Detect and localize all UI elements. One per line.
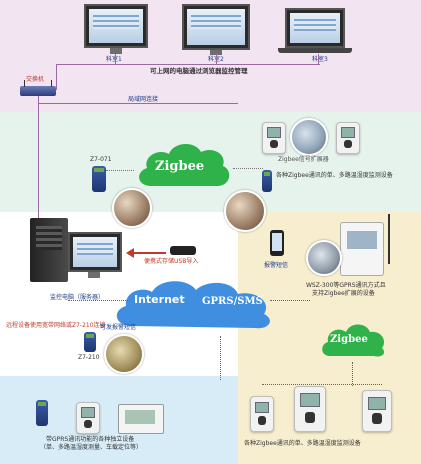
bottom-left-caption-line1: 带GPRS通讯功能的各种独立设备 — [46, 436, 135, 443]
right-zigbee-cloud: Zigbee — [318, 318, 388, 362]
remote-photo — [104, 334, 144, 374]
link-gprs-bottom — [220, 336, 221, 380]
zigbee-sensor-1 — [262, 122, 286, 154]
modem-z7071 — [92, 166, 106, 192]
wsz-caption-line2: 支持Zigbee扩展的设备 — [312, 290, 375, 297]
switch-device — [20, 86, 56, 96]
sms-label: 可发报警短信 — [100, 324, 137, 331]
modem-z7071-id: Z7-071 — [90, 156, 112, 163]
pc1-monitor — [84, 4, 148, 48]
pc3-drop — [318, 54, 319, 64]
internet-cloud: Internet GPRS/SMS — [110, 274, 280, 336]
right-bottom-caption: 各种Zigbee通讯的单、多路温湿度监测设备 — [244, 440, 361, 447]
extender-caption: Zigbee信号扩展器 — [278, 156, 329, 163]
switch-to-bus — [56, 64, 60, 90]
extender-photo — [290, 118, 328, 156]
zigbee-cloud: Zigbee — [133, 138, 233, 196]
sensor-photo-center — [224, 190, 266, 232]
zigbee-cloud-label: Zigbee — [155, 159, 205, 174]
browser-caption: 可上网的电脑通过浏览器监控管理 — [150, 67, 248, 75]
internet-label: Internet — [134, 293, 185, 306]
wsz300-screen — [347, 231, 377, 249]
pc3-laptop-base — [278, 48, 352, 53]
gprs-device-1 — [76, 402, 100, 434]
link-right-sensors-bus — [262, 384, 382, 385]
pc3-laptop-screen — [285, 8, 345, 48]
zigbee-dotted-link-1 — [233, 168, 263, 169]
usb-arrow — [132, 252, 166, 254]
pc2-stand — [210, 50, 222, 55]
pc2-label: 科室2 — [208, 56, 224, 63]
switch-antenna-right — [51, 80, 52, 87]
sensor-photo-left — [112, 188, 152, 228]
usb-stick — [170, 246, 196, 255]
link-gprs-right — [270, 300, 310, 301]
right-sensor-1 — [250, 396, 274, 432]
pc3-label: 科室3 — [312, 56, 328, 63]
pc2-monitor — [182, 4, 250, 50]
zigbee-dotted-link-2 — [106, 170, 134, 171]
usb-caption: 便携式存储USB导入 — [144, 258, 199, 265]
gprs-device-2-screen — [125, 410, 155, 424]
pc-bus-line — [60, 64, 320, 65]
right-sensor-2 — [294, 386, 326, 432]
pc1-stand — [110, 48, 122, 54]
switch-down-line — [38, 96, 39, 226]
switch-label: 交换机 — [26, 76, 45, 83]
lan-label: 局域网连接 — [128, 96, 159, 103]
usb-arrowhead — [126, 248, 134, 258]
link-server-internet — [68, 300, 128, 301]
gprs-label: GPRS/SMS — [202, 296, 263, 307]
server-tower — [30, 218, 68, 282]
right-sensor-3 — [362, 390, 392, 432]
alarm-sms-label: 报警短信 — [264, 262, 289, 269]
server-monitor — [68, 232, 122, 272]
pc1-drop — [115, 54, 116, 64]
phone-icon — [270, 230, 284, 256]
link-right-cloud-sensors — [352, 362, 353, 386]
lan-line — [38, 103, 238, 104]
switch-antenna-left — [24, 80, 25, 87]
modem-z7210 — [84, 332, 96, 352]
wsz300-antenna — [388, 214, 390, 264]
bottom-left-caption-line2: （单、多路温湿度测量、车载定位等） — [40, 444, 143, 451]
wsz-photo — [306, 240, 342, 276]
zigbee-node-modem — [262, 170, 272, 192]
pc2-drop — [216, 54, 217, 64]
server-monitor-stand — [88, 272, 100, 278]
modem-z7210-id: Z7-210 — [78, 354, 100, 361]
zigbee-sensor-2 — [336, 122, 360, 154]
remote-caption-line: 远程设备使用宽带网络或Z7-210连接 — [6, 322, 106, 329]
phone-screen — [272, 233, 282, 251]
right-zigbee-cloud-label: Zigbee — [330, 334, 368, 345]
zigbee-sensors-caption: 各种Zigbee通讯的单、多路温湿度监测设备 — [276, 172, 393, 179]
wsz-caption-line1: WSZ-300等GPRS通讯方式且 — [306, 282, 386, 289]
pc1-label: 科室1 — [106, 56, 122, 63]
server-caption: 监控电脑（服务器） — [50, 294, 105, 301]
gprs-modem-left — [36, 400, 48, 426]
server-drive-bays — [36, 226, 62, 250]
wsz300-device — [340, 222, 384, 276]
gprs-device-2 — [118, 404, 164, 434]
